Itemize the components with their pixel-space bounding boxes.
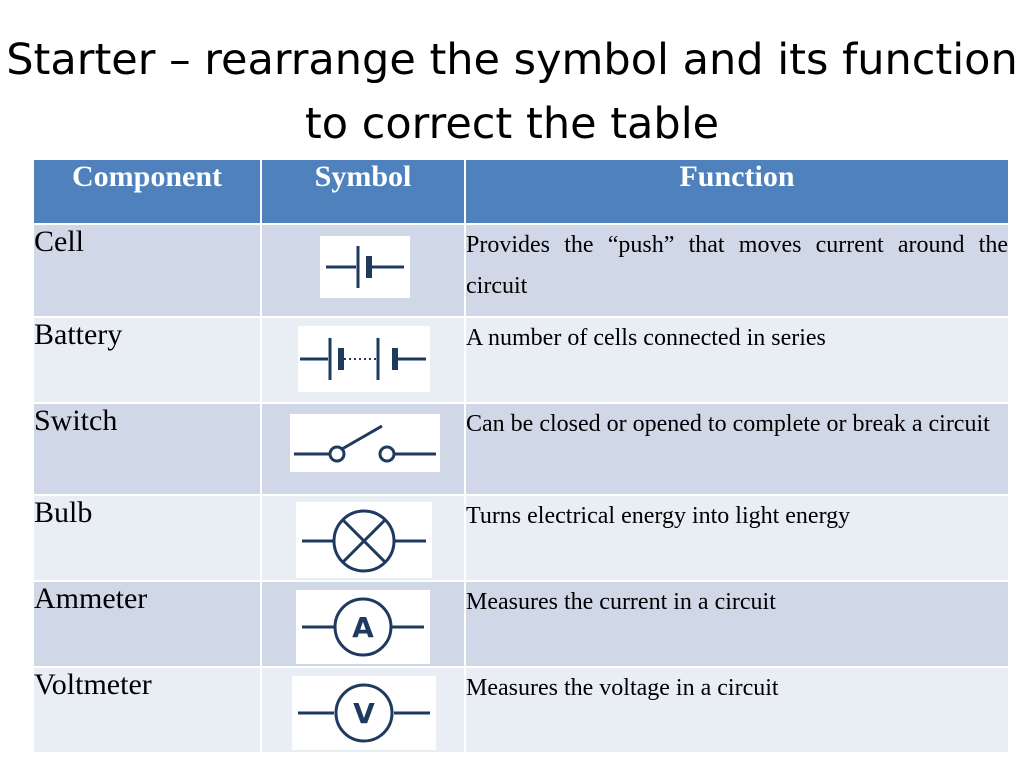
voltmeter-symbol-icon: V <box>292 676 436 750</box>
ammeter-letter: A <box>352 611 374 644</box>
symbol-cell <box>260 223 466 318</box>
table-row: Battery A <box>32 316 1010 404</box>
component-cell: Switch <box>32 402 262 496</box>
cell-symbol-icon <box>320 236 410 298</box>
table-row: Voltmeter V Measures the voltage in a ci… <box>32 666 1010 754</box>
function-cell: Turns electrical energy into light energ… <box>464 494 1010 582</box>
function-cell: A number of cells connected in series <box>464 316 1010 404</box>
component-cell: Cell <box>32 223 262 318</box>
symbol-cell <box>260 316 466 404</box>
header-symbol: Symbol <box>260 158 466 225</box>
table-header-row: Component Symbol Function <box>32 158 1010 225</box>
switch-symbol-icon <box>290 414 440 472</box>
bulb-symbol-icon <box>296 502 432 578</box>
component-cell: Ammeter <box>32 580 262 668</box>
table-row: Ammeter A Measures the current in a circ… <box>32 580 1010 668</box>
symbol-cell <box>260 402 466 496</box>
slide-title: Starter – rearrange the symbol and its f… <box>6 35 1018 149</box>
function-cell: Can be closed or opened to complete or b… <box>464 402 1010 496</box>
header-function: Function <box>464 158 1010 225</box>
header-component: Component <box>32 158 262 225</box>
symbol-cell: A <box>260 580 466 668</box>
function-cell: Measures the current in a circuit <box>464 580 1010 668</box>
component-cell: Voltmeter <box>32 666 262 754</box>
table-row: Bulb Turns electrical energy into light <box>32 494 1010 582</box>
table-row: Cell Provides the “push” that moves curr… <box>32 223 1010 318</box>
symbol-cell: V <box>260 666 466 754</box>
symbol-cell <box>260 494 466 582</box>
function-cell: Measures the voltage in a circuit <box>464 666 1010 754</box>
table-row: Switch Can be closed or opened to compl <box>32 402 1010 496</box>
components-table: Component Symbol Function Cell <box>32 158 1010 754</box>
component-cell: Bulb <box>32 494 262 582</box>
voltmeter-letter: V <box>353 697 375 730</box>
function-cell: Provides the “push” that moves current a… <box>464 223 1010 318</box>
component-cell: Battery <box>32 316 262 404</box>
ammeter-symbol-icon: A <box>296 590 430 664</box>
battery-symbol-icon <box>298 326 430 392</box>
